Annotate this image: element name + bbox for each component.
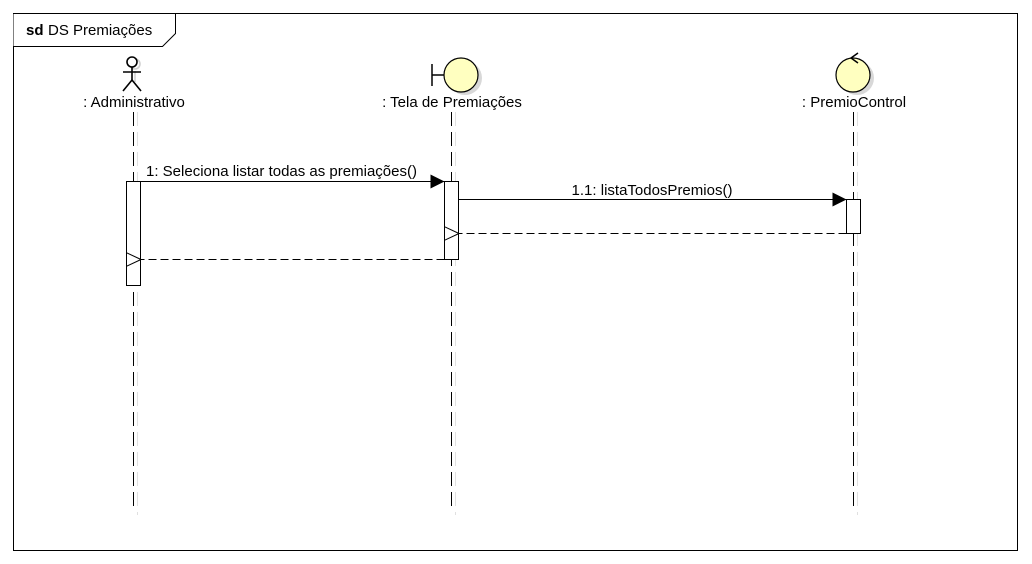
- activation-control: [846, 199, 861, 234]
- lifeline-admin-head: : Administrativo: [83, 56, 185, 111]
- lifeline-admin-label: : Administrativo: [83, 94, 185, 111]
- frame-tab: [13, 13, 176, 47]
- actor-icon: [122, 56, 142, 92]
- lifeline-tela-label: : Tela de Premiações: [382, 94, 522, 111]
- lifeline-lines: [133, 112, 858, 515]
- frame-keyword: sd: [26, 22, 44, 39]
- boundary-icon: [431, 57, 482, 95]
- lifeline-tela-head: : Tela de Premiações: [382, 57, 522, 111]
- lifeline-control-label: : PremioControl: [802, 94, 906, 111]
- message-label: 1: Seleciona listar todas as premiações(…: [146, 163, 417, 180]
- frame-border: [13, 13, 1018, 551]
- frame: sd DS Premiações: [13, 13, 1018, 551]
- message-m2: 1.1: listaTodosPremios(): [458, 182, 847, 207]
- control-icon: [835, 52, 874, 95]
- frame-title: DS Premiações: [48, 22, 152, 39]
- activation-tela: [444, 181, 459, 260]
- message-label: 1.1: listaTodosPremios(): [572, 182, 733, 199]
- message-m1: 1: Seleciona listar todas as premiações(…: [140, 163, 445, 189]
- lifeline-control-head: : PremioControl: [802, 52, 906, 111]
- activation-admin: [126, 181, 141, 286]
